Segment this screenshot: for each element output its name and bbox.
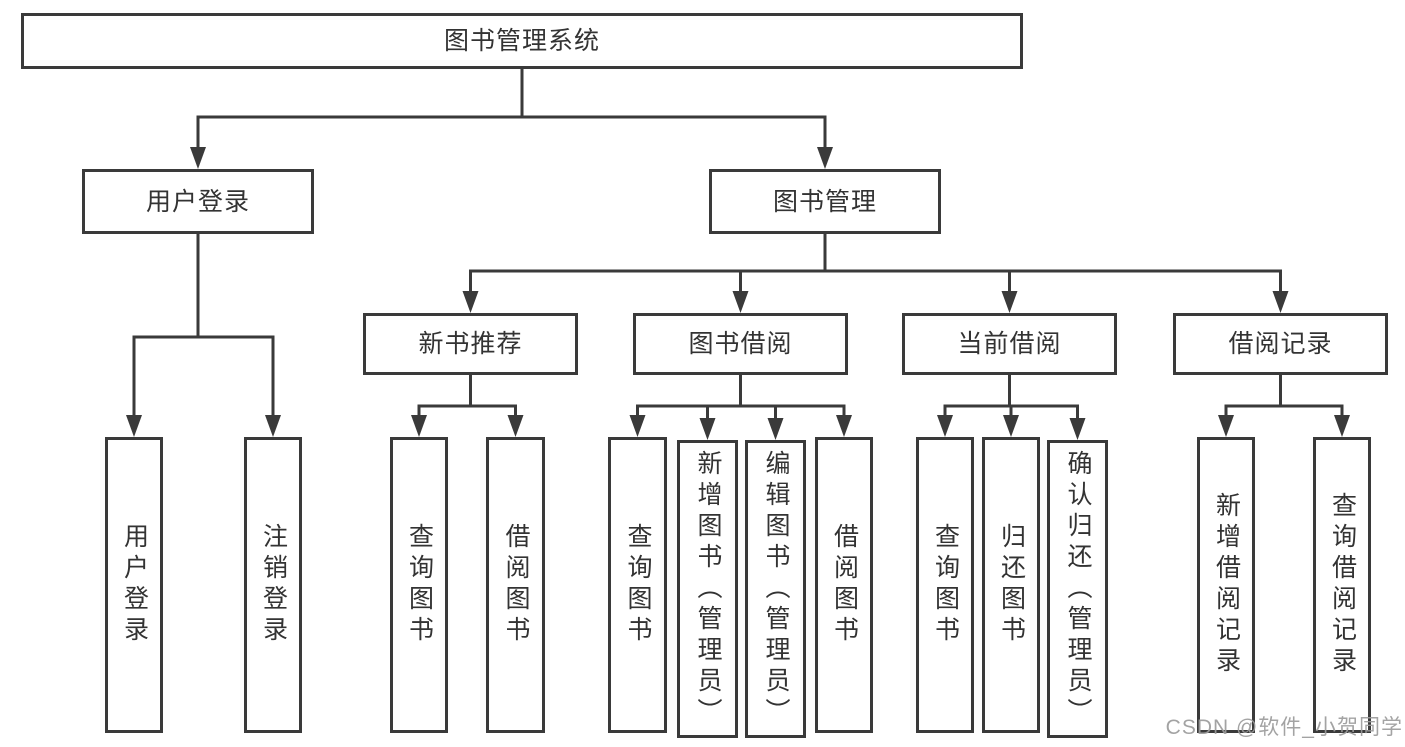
node-current-borrow: 当前借阅 [902, 313, 1117, 375]
node-label: 注销登录 [259, 523, 288, 647]
node-leaf-return-book: 归还图书 [982, 437, 1040, 733]
node-leaf-add-book: 新增图书（管理员） [677, 440, 738, 738]
arrowhead [1334, 415, 1350, 437]
node-label: 图书管理 [772, 187, 877, 216]
arrowhead [1272, 291, 1289, 313]
node-label: 当前借阅 [957, 330, 1062, 358]
connector [132, 232, 275, 419]
connector [1224, 373, 1344, 419]
node-label: 查询图书 [931, 523, 960, 647]
node-label: 用户登录 [120, 523, 149, 647]
arrowhead [190, 147, 206, 169]
arrowhead [817, 147, 833, 169]
node-label: 查询图书 [624, 523, 652, 647]
node-new-book-rec: 新书推荐 [363, 313, 578, 375]
connector [636, 373, 846, 422]
node-leaf-edit-book: 编辑图书（管理员） [745, 440, 806, 738]
arrowhead [629, 415, 646, 437]
arrowhead [126, 415, 142, 437]
node-leaf-borrow-book-2: 借阅图书 [815, 437, 873, 733]
arrowhead [1003, 415, 1019, 437]
node-label: 新书推荐 [418, 330, 523, 358]
connector [469, 232, 1282, 295]
node-label: 查询图书 [405, 523, 434, 647]
node-leaf-query-book-2: 查询图书 [608, 437, 667, 733]
node-label: 查询借阅记录 [1328, 492, 1357, 678]
node-book-borrow: 图书借阅 [633, 313, 848, 375]
connector [417, 373, 517, 419]
node-label: 图书借阅 [688, 330, 793, 358]
node-label: 新增借阅记录 [1212, 492, 1241, 678]
connector [196, 67, 827, 151]
arrowhead [767, 418, 784, 440]
node-user-login: 用户登录 [82, 169, 314, 234]
node-leaf-query-record: 查询借阅记录 [1313, 437, 1371, 733]
arrowhead [937, 415, 953, 437]
arrowhead [1069, 418, 1086, 440]
node-label: 用户登录 [145, 187, 250, 216]
node-label: 归还图书 [997, 523, 1026, 647]
watermark: CSDN @软件_小贺同学 [1165, 716, 1403, 739]
node-label: 新增图书（管理员） [694, 449, 722, 729]
arrowhead [411, 415, 427, 437]
node-label: 借阅记录 [1228, 330, 1333, 358]
node-leaf-borrow-book-1: 借阅图书 [486, 437, 545, 733]
arrowhead [699, 418, 716, 440]
node-borrow-records: 借阅记录 [1173, 313, 1388, 375]
node-label: 借阅图书 [502, 523, 530, 647]
arrowhead [1001, 291, 1018, 313]
node-leaf-query-book-3: 查询图书 [916, 437, 974, 733]
node-label: 图书管理系统 [443, 27, 600, 55]
arrowhead [507, 415, 524, 437]
node-label: 借阅图书 [830, 523, 859, 647]
node-leaf-logout: 注销登录 [244, 437, 302, 733]
arrowhead [1218, 415, 1234, 437]
node-label: 编辑图书（管理员） [762, 449, 790, 729]
node-book-mgmt: 图书管理 [709, 169, 941, 234]
arrowhead [462, 291, 479, 313]
node-leaf-confirm-return: 确认归还（管理员） [1047, 440, 1108, 738]
connector [943, 373, 1079, 422]
node-leaf-user-login: 用户登录 [105, 437, 163, 733]
node-leaf-query-book-1: 查询图书 [390, 437, 448, 733]
arrowhead [265, 415, 281, 437]
arrowhead [732, 291, 749, 313]
node-root: 图书管理系统 [21, 13, 1023, 69]
node-label: 确认归还（管理员） [1064, 449, 1092, 729]
arrowhead [836, 415, 852, 437]
node-leaf-add-record: 新增借阅记录 [1197, 437, 1255, 733]
